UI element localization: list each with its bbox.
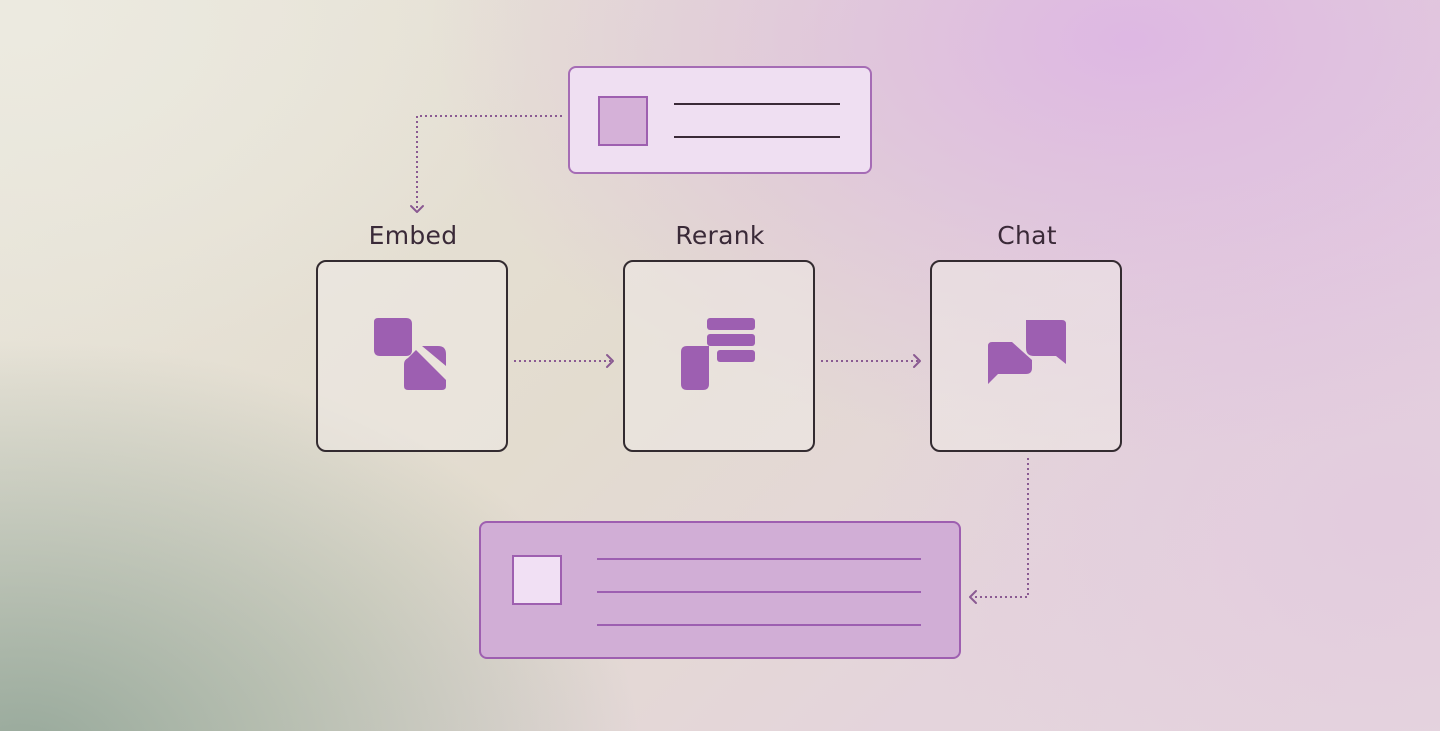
stage-label-embed: Embed [368,221,458,250]
arrowhead-right-icon [606,354,614,368]
text-line [674,136,840,138]
arrowhead-right-icon [913,354,921,368]
chat-to-output-connector [972,458,1029,598]
text-line [597,624,921,626]
embed-stage-box [316,260,508,452]
rerank-stage-box [623,260,815,452]
document-thumbnail-icon [512,555,562,605]
stage-label-chat: Chat [997,221,1057,250]
embed-icon [374,318,446,390]
text-line [597,558,921,560]
stage-label-rerank: Rerank [675,221,765,250]
chat-bubbles-icon [988,320,1066,384]
arrowhead-left-icon [969,590,977,604]
input-to-embed-connector [416,115,562,210]
arrowhead-down-icon [410,205,424,213]
text-line [597,591,921,593]
output-document-card [479,521,961,659]
input-document-card [568,66,872,174]
text-line [674,103,840,105]
document-thumbnail-icon [598,96,648,146]
rerank-icon [681,318,755,390]
chat-stage-box [930,260,1122,452]
